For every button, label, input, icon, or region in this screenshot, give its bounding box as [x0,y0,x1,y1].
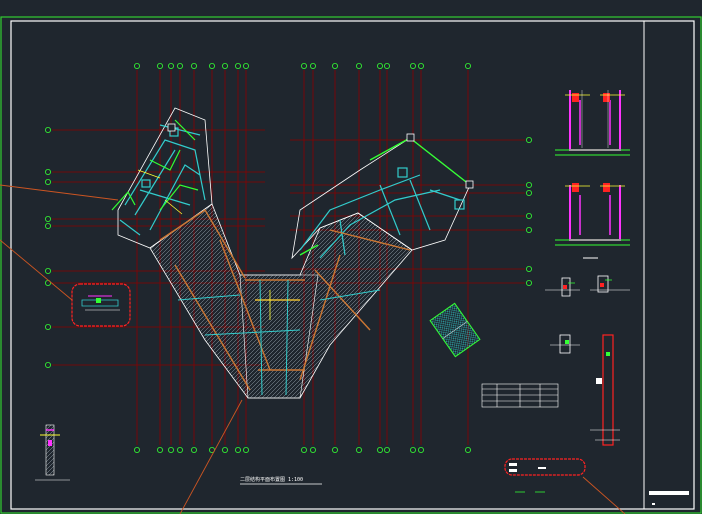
axis-bubble [133,63,140,70]
axis-bubble [45,267,52,274]
axis-line-v [464,63,471,453]
axis-bubble [156,446,163,453]
revision-cloud-bottom [504,458,586,493]
axis-bubble [234,63,241,70]
column-detail [590,334,620,446]
axis-bubble [383,446,390,453]
section-detail-1 [555,90,630,156]
axis-line-h [45,168,265,175]
title-block-stamp [649,491,689,495]
revision-cloud-detail [71,283,131,327]
right-wing [291,137,471,260]
wall-section-detail [35,424,70,481]
axis-bubble [45,222,52,229]
axis-bubble [526,279,533,286]
axis-bubble [309,63,316,70]
axis-bubble [190,63,197,70]
axis-bubble [417,63,424,70]
axis-bubble [300,446,307,453]
section-detail-2 [555,183,630,259]
axis-bubble [156,63,163,70]
axis-bubble [176,63,183,70]
axis-line-h [290,189,533,196]
axis-line-v [133,63,140,453]
axis-bubble [190,446,197,453]
section-detail-3 [545,275,630,297]
axis-line-h [290,181,533,188]
axis-bubble [417,446,424,453]
axis-bubble [167,63,174,70]
main-plan [111,107,481,399]
axis-line-h [290,212,533,219]
axis-bubble [331,63,338,70]
horizontal-axis-lines [45,127,533,368]
axis-bubble [45,215,52,222]
axis-bubble [221,63,228,70]
axis-bubble [526,226,533,233]
axis-line-h [45,178,265,185]
axis-line-h [45,127,265,134]
leader-lines [0,184,626,514]
axis-bubble [234,446,241,453]
outer-border [0,16,702,514]
axis-bubble [464,446,471,453]
axis-bubble [208,63,215,70]
stair-detail [429,302,481,358]
axis-bubble [383,63,390,70]
axis-bubble [526,212,533,219]
axis-bubble [45,323,52,330]
axis-bubble [464,63,471,70]
axis-bubble [45,127,52,134]
axis-bubble [355,446,362,453]
axis-bubble [309,446,316,453]
axis-line-h [45,215,265,222]
axis-bubble [409,446,416,453]
axis-bubble [221,446,228,453]
left-wing [117,107,213,249]
drawing-frame [10,20,695,510]
axis-bubble [300,63,307,70]
axis-line-v [417,63,424,453]
axis-bubble [355,63,362,70]
axis-bubble [526,181,533,188]
axis-bubble [526,136,533,143]
axis-bubble [526,189,533,196]
section-detail-4 [550,334,580,354]
axis-line-h [45,222,265,229]
axis-bubble [45,361,52,368]
drawing-title-text: 二层结构平面布置图 1:100 [240,476,303,483]
drawing-title: 二层结构平面布置图 1:100 [240,476,322,485]
axis-line-v [409,63,416,453]
axis-bubble [167,446,174,453]
axis-bubble [376,63,383,70]
schedule-table [481,383,559,408]
axis-bubble [331,446,338,453]
axis-bubble [242,63,249,70]
axis-bubble [133,446,140,453]
axis-bubble [526,265,533,272]
axis-bubble [242,446,249,453]
axis-bubble [176,446,183,453]
axis-bubble [376,446,383,453]
axis-bubble [45,168,52,175]
axis-bubble [409,63,416,70]
axis-bubble [45,178,52,185]
axis-line-v [234,63,241,453]
